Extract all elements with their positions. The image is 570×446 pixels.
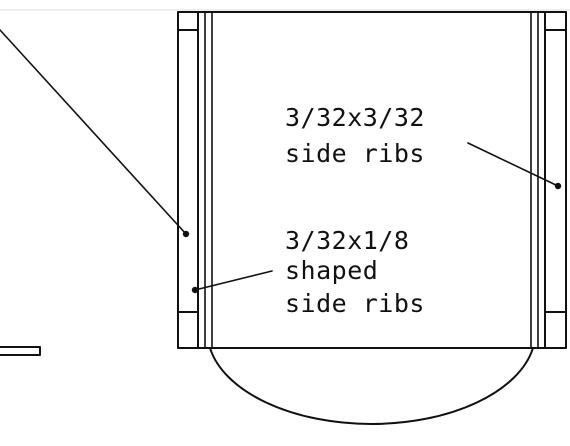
label-shaped-ribs-size: 3/32x1/8: [285, 226, 409, 255]
leader-line-shaped-ribs: [194, 270, 273, 291]
leader-line-side-ribs: [467, 142, 559, 187]
frame-outline: [177, 11, 567, 349]
leader-dot-side-ribs: [554, 182, 562, 190]
label-side-ribs-size: 3/32x3/32: [285, 103, 425, 132]
lower-arc: [209, 347, 534, 425]
label-side-ribs-name: side ribs: [285, 139, 425, 168]
leader-dot-top-left: [182, 230, 190, 238]
left-edge-part: [0, 346, 41, 356]
leader-dot-shaped-ribs: [191, 286, 199, 294]
left-side-rib: [177, 11, 213, 349]
leader-line-top-left: [0, 29, 187, 235]
label-shaped-ribs-name: side ribs: [285, 289, 425, 318]
label-shaped-ribs-type: shaped: [285, 256, 378, 285]
right-side-rib: [530, 11, 567, 349]
